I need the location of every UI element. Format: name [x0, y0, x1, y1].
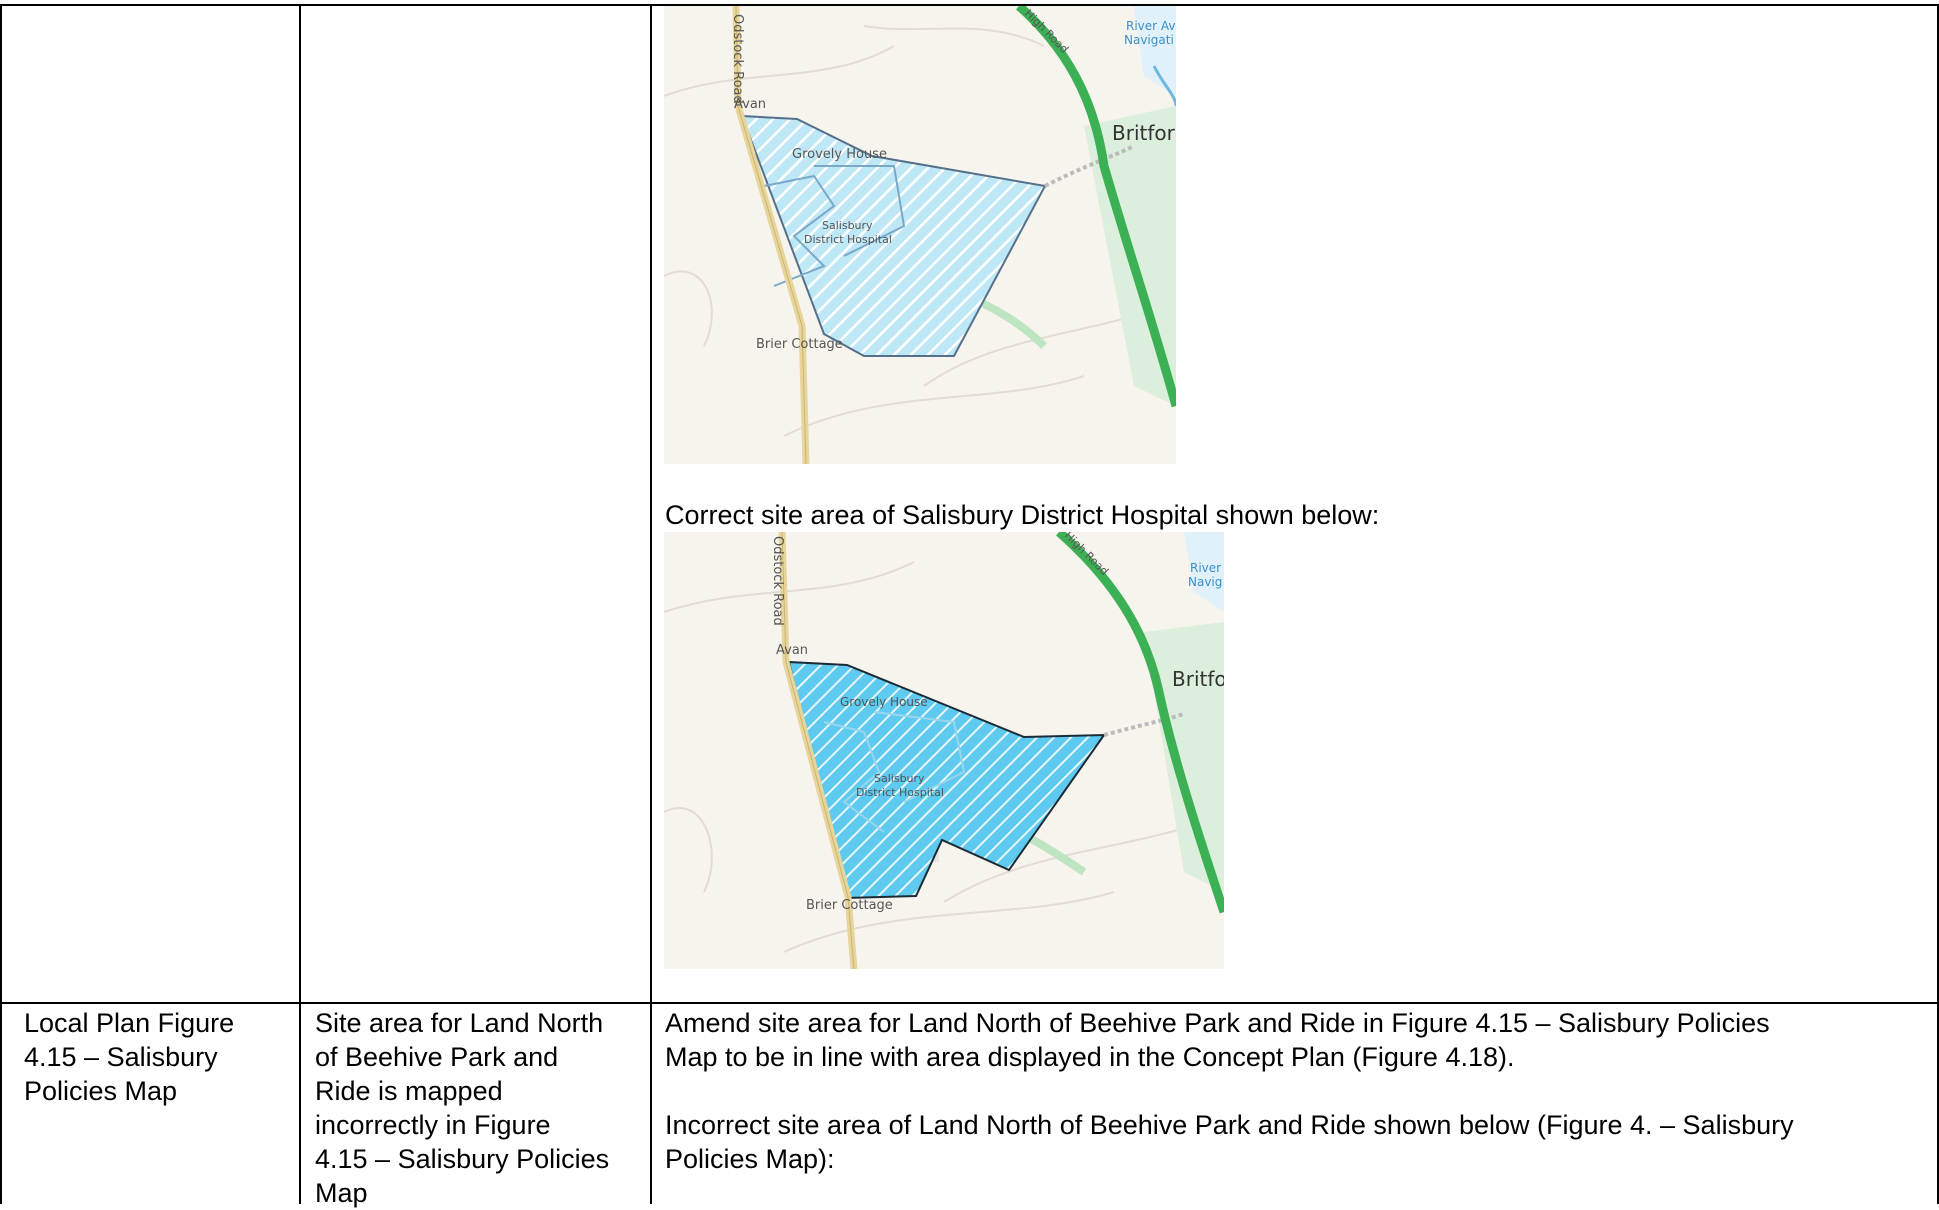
table-right-border [1937, 4, 1939, 1204]
map1-label-river-2: Navigati [1124, 33, 1174, 47]
map2-label-grovely: Grovely House [840, 695, 928, 709]
column-divider-1 [299, 4, 301, 1204]
column-divider-2 [650, 4, 652, 1204]
map1-label-hospital-2: District Hospital [804, 233, 892, 246]
map2-label-road: Odstock Road [770, 536, 785, 626]
map2-label-avan: Avan [776, 643, 808, 658]
map1-label-brier: Brier Cottage [756, 337, 843, 352]
row2-reference-cell: Local Plan Figure 4.15 – Salisbury Polic… [24, 1008, 235, 1106]
map1-label-river-1: River Av [1126, 19, 1176, 33]
map1-label-britford: Britfor [1112, 121, 1176, 145]
map-incorrect-site-area: Odstock Road Avan Grovely House Salisbur… [664, 6, 1176, 464]
map2-label-river-2: Navig [1188, 575, 1222, 589]
map1-label-hospital-1: Salisbury [822, 219, 873, 232]
map2-label-hospital-2: District Hospital [856, 786, 944, 799]
map2-label-high-road: High Road [1062, 532, 1111, 578]
row-divider [0, 1002, 1939, 1004]
map2-label-river-1: River [1190, 561, 1221, 575]
map1-label-grovely: Grovely House [792, 147, 887, 162]
row2-change-cell: Amend site area for Land North of Beehiv… [665, 1008, 1794, 1174]
caption-correct-site-area: Correct site area of Salisbury District … [665, 500, 1380, 530]
map2-label-britford: Britfo [1172, 667, 1224, 691]
map2-label-brier: Brier Cottage [806, 898, 893, 913]
table-left-border [0, 4, 2, 1204]
map-correct-site-area: Odstock Road Avan Grovely House Salisbur… [664, 532, 1224, 969]
map1-label-road: Odstock Road [730, 14, 745, 104]
row2-issue-cell: Site area for Land North of Beehive Park… [315, 1008, 610, 1208]
map2-label-hospital-1: Salisbury [874, 772, 925, 785]
map1-label-high-road: High Road [1022, 7, 1071, 56]
table-top-border [0, 4, 1939, 6]
map1-label-avan: Avan [734, 97, 766, 112]
